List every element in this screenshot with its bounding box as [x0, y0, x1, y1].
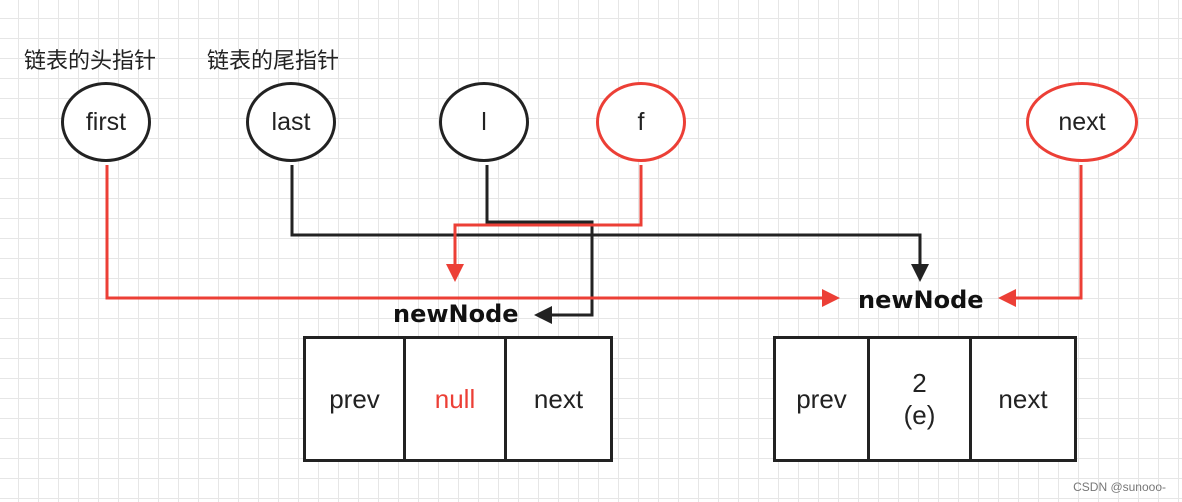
last-arrowhead — [911, 264, 929, 282]
left-node-prev-label: prev — [329, 383, 380, 414]
pointer-l-label: l — [481, 107, 487, 136]
right-node-title: newNode — [858, 286, 984, 314]
first-arrow-line — [105, 165, 826, 300]
pointer-f: f — [596, 82, 686, 162]
right-node-prev: prev — [776, 339, 867, 459]
right-node-prev-label: prev — [796, 383, 847, 414]
left-node-next-label: next — [533, 383, 584, 414]
left-node-next: next — [504, 339, 610, 459]
right-node-next: next — [969, 339, 1074, 459]
right-node-item-value: 2 — [912, 368, 927, 398]
l-arrow-line — [485, 165, 594, 317]
right-node-item-param: (e) — [903, 400, 936, 430]
pointer-next-label: next — [1058, 107, 1106, 136]
left-node-box: prev null next — [303, 336, 613, 462]
tail-pointer-label: 链表的尾指针 — [207, 49, 340, 74]
first-arrowhead — [822, 289, 840, 307]
pointer-next: next — [1026, 82, 1138, 162]
right-node-next-label: next — [998, 383, 1048, 414]
watermark: CSDN @sunooo- — [1073, 480, 1166, 494]
left-node-item: null — [403, 339, 504, 459]
next-arrow-line — [1012, 165, 1083, 300]
pointer-f-label: f — [637, 107, 645, 136]
pointer-l: l — [439, 82, 529, 162]
left-node-prev: prev — [306, 339, 403, 459]
right-node-item: 2 (e) — [867, 339, 969, 459]
right-node-box: prev 2 (e) next — [773, 336, 1077, 462]
left-node-title: newNode — [393, 300, 519, 328]
f-arrowhead — [446, 264, 464, 282]
l-arrowhead — [534, 306, 552, 324]
pointer-first-label: first — [85, 107, 127, 136]
head-pointer-label: 链表的头指针 — [24, 49, 157, 74]
f-arrow-line — [453, 165, 643, 268]
next-arrowhead — [998, 289, 1016, 307]
left-node-item-label: null — [434, 383, 476, 414]
last-arrow-line — [290, 165, 922, 268]
pointer-last: last — [246, 82, 336, 162]
pointer-last-label: last — [271, 107, 311, 136]
pointer-first: first — [61, 82, 151, 162]
